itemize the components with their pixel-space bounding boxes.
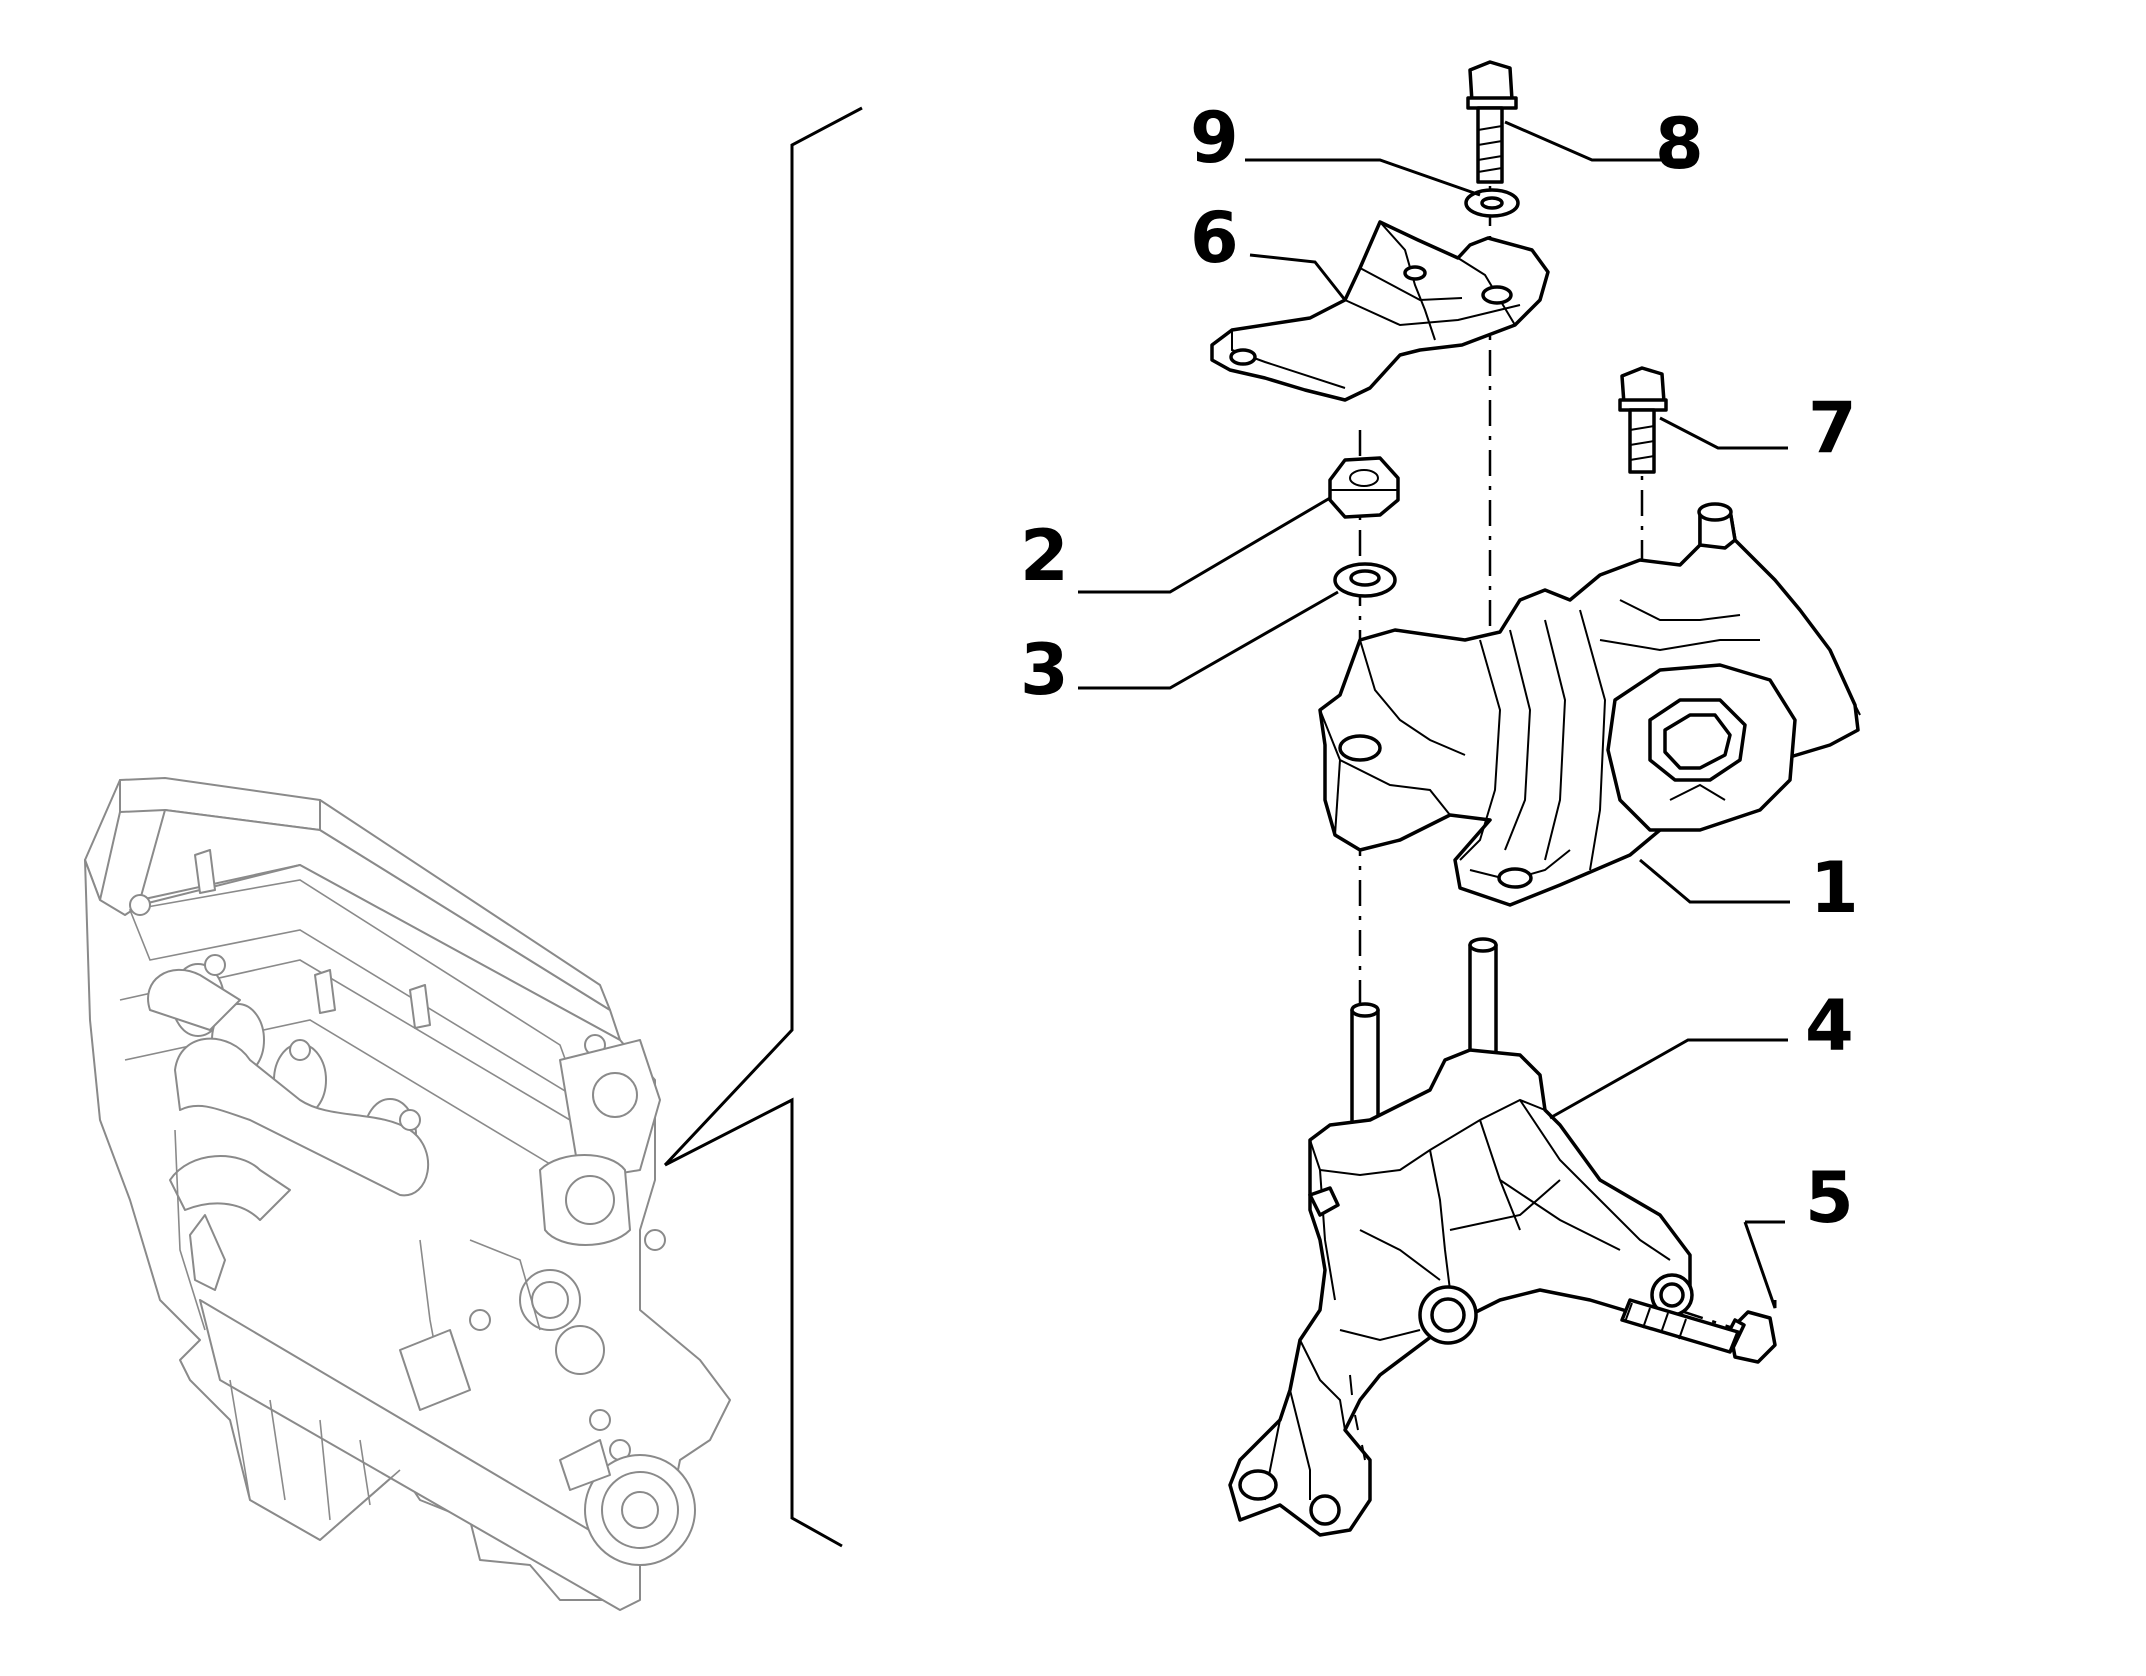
callout-3: 3 xyxy=(1020,629,1069,711)
part-6-plate xyxy=(1210,220,1550,402)
part-7-bolt xyxy=(1618,366,1668,474)
part-4-bracket xyxy=(1228,937,1694,1537)
assembly-bracket xyxy=(663,106,863,1548)
part-9-washer xyxy=(1464,188,1520,218)
part-5-bolt xyxy=(1620,1298,1777,1364)
leader-4 xyxy=(1549,1038,1788,1120)
engine-block-illustration xyxy=(84,777,731,1611)
callout-6: 6 xyxy=(1190,197,1239,279)
callout-4: 4 xyxy=(1805,985,1854,1067)
callout-1: 1 xyxy=(1810,847,1859,929)
part-8-bolt xyxy=(1466,60,1518,184)
callout-9: 9 xyxy=(1190,97,1239,179)
leader-6 xyxy=(1249,253,1347,301)
leader-1 xyxy=(1639,858,1790,904)
callout-7: 7 xyxy=(1808,387,1857,469)
part-1-engine-mount xyxy=(1318,502,1861,907)
leader-8 xyxy=(1504,120,1685,162)
leader-2 xyxy=(1078,496,1331,594)
callout-5: 5 xyxy=(1805,1157,1854,1239)
part-2-nut xyxy=(1328,456,1400,519)
callout-8: 8 xyxy=(1655,103,1704,185)
leader-lines xyxy=(1078,120,1790,1309)
leader-5 xyxy=(1743,1220,1785,1309)
leader-9 xyxy=(1245,158,1481,197)
leader-3 xyxy=(1078,590,1339,690)
callout-2: 2 xyxy=(1020,515,1069,597)
callout-labels: 1 2 3 4 5 6 7 8 9 xyxy=(1020,97,1859,1239)
part-3-washer xyxy=(1333,562,1397,598)
leader-7 xyxy=(1659,416,1788,450)
